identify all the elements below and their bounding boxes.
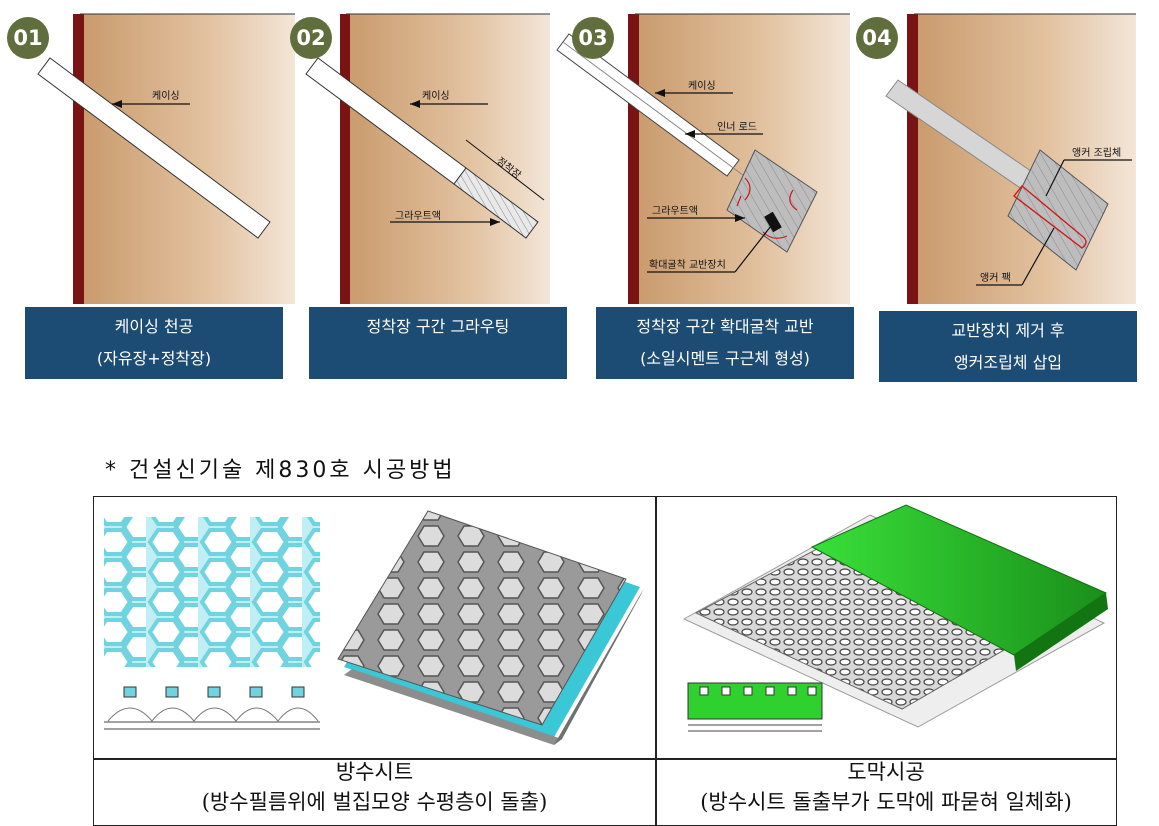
left-cell-subtitle: (방수필름위에 벌집모양 수평층이 돌출) <box>201 790 548 814</box>
soil-area <box>80 14 295 304</box>
section-heading: * 건설신기술 제830호 시공방법 <box>105 458 456 483</box>
label-casing: 케이싱 <box>152 90 180 102</box>
step-01-diagram: 케이싱 <box>37 13 295 304</box>
left-cell-caption: 방수시트 (방수필름위에 벌집모양 수평층이 돌출) <box>94 757 655 817</box>
step-04: 앵커 조립체 앵커 팩 04 교반장치 제거 후 앵커조립체 삽입 <box>850 0 1159 382</box>
step-02-diagram: 케이싱 정착장 그라우트액 <box>305 13 550 304</box>
retaining-wall <box>907 14 918 304</box>
caption-line-1: 정착장 구간 그라우팅 <box>366 317 510 336</box>
table-divider-vertical <box>655 497 657 825</box>
step-01: 케이싱 01 케이싱 천공 (자유장+정착장) <box>0 0 300 379</box>
table-divider-horizontal <box>94 758 1116 760</box>
label-inner-rod: 인너 로드 <box>717 121 757 133</box>
label-anchor-assembly: 앵커 조립체 <box>1072 146 1121 159</box>
step-02-caption: 정착장 구간 그라우팅 <box>309 307 567 379</box>
coating-cross-section <box>687 682 823 732</box>
caption-line-2: (자유장+정착장) <box>96 349 212 368</box>
step-04-caption: 교반장치 제거 후 앵커조립체 삽입 <box>879 311 1137 382</box>
retaining-wall <box>340 14 350 304</box>
anchor-pack <box>1013 185 1087 249</box>
caption-line-2: 앵커조립체 삽입 <box>953 352 1063 372</box>
label-anchor-pack: 앵커 팩 <box>980 272 1011 284</box>
step-badge-03: 03 <box>572 17 614 59</box>
label-grout: 그라우트액 <box>652 205 698 217</box>
step-badge-01: 01 <box>7 17 49 59</box>
caption-line-1: 정착장 구간 확대굴착 교반 <box>636 317 814 336</box>
step-03-diagram: 케이싱 인너 로드 그라우트액 확대굴착 교반장치 <box>556 13 850 304</box>
retaining-wall <box>628 14 639 304</box>
step-03: 케이싱 인너 로드 그라우트액 확대굴착 교반장치 03 정착장 구간 확대굴착… <box>555 0 855 379</box>
step-03-caption: 정착장 구간 확대굴착 교반 (소일시멘트 구근체 형성) <box>596 307 854 379</box>
caption-line-1: 케이싱 천공 <box>114 317 194 336</box>
hex-pattern-topview <box>104 517 320 667</box>
left-cell-title: 방수시트 <box>335 760 414 784</box>
step-badge-04: 04 <box>856 17 898 59</box>
waterproof-sheet-illustration <box>104 510 644 745</box>
grout-zone <box>453 167 539 239</box>
caption-line-2: (소일시멘트 구근체 형성) <box>640 349 810 368</box>
coating-illustration <box>682 504 1108 732</box>
sheet-cross-section <box>104 686 320 730</box>
right-cell-subtitle: (방수시트 돌출부가 도막에 파묻혀 일체화) <box>700 790 1072 814</box>
right-cell-title: 도막시공 <box>847 760 925 784</box>
mixing-arrows <box>736 177 798 239</box>
method-table: 방수시트 (방수필름위에 벌집모양 수평층이 돌출) 도막시공 (방수시트 돌출… <box>93 496 1117 826</box>
label-casing: 케이싱 <box>422 90 450 102</box>
label-grout: 그라우트액 <box>395 210 441 222</box>
soil-area <box>914 14 1136 304</box>
step-04-diagram: 앵커 조립체 앵커 팩 <box>885 13 1136 304</box>
mixing-zone <box>726 149 818 253</box>
soil-area <box>635 14 850 304</box>
step-02: 케이싱 정착장 그라우트액 02 정착장 구간 그라우팅 <box>290 0 590 379</box>
retaining-wall <box>73 14 84 304</box>
grout-bulb <box>1007 149 1109 271</box>
label-mixer: 확대굴착 교반장치 <box>649 259 726 271</box>
sheet-3d-view <box>337 510 644 745</box>
mixer-head <box>764 211 782 233</box>
right-cell-caption: 도막시공 (방수시트 돌출부가 도막에 파묻혀 일체화) <box>656 757 1116 817</box>
casing-pipe <box>37 57 271 239</box>
label-casing: 케이싱 <box>688 80 716 92</box>
step-01-caption: 케이싱 천공 (자유장+정착장) <box>25 307 283 379</box>
step-badge-02: 02 <box>290 17 332 59</box>
caption-line-1: 교반장치 제거 후 <box>951 320 1065 340</box>
